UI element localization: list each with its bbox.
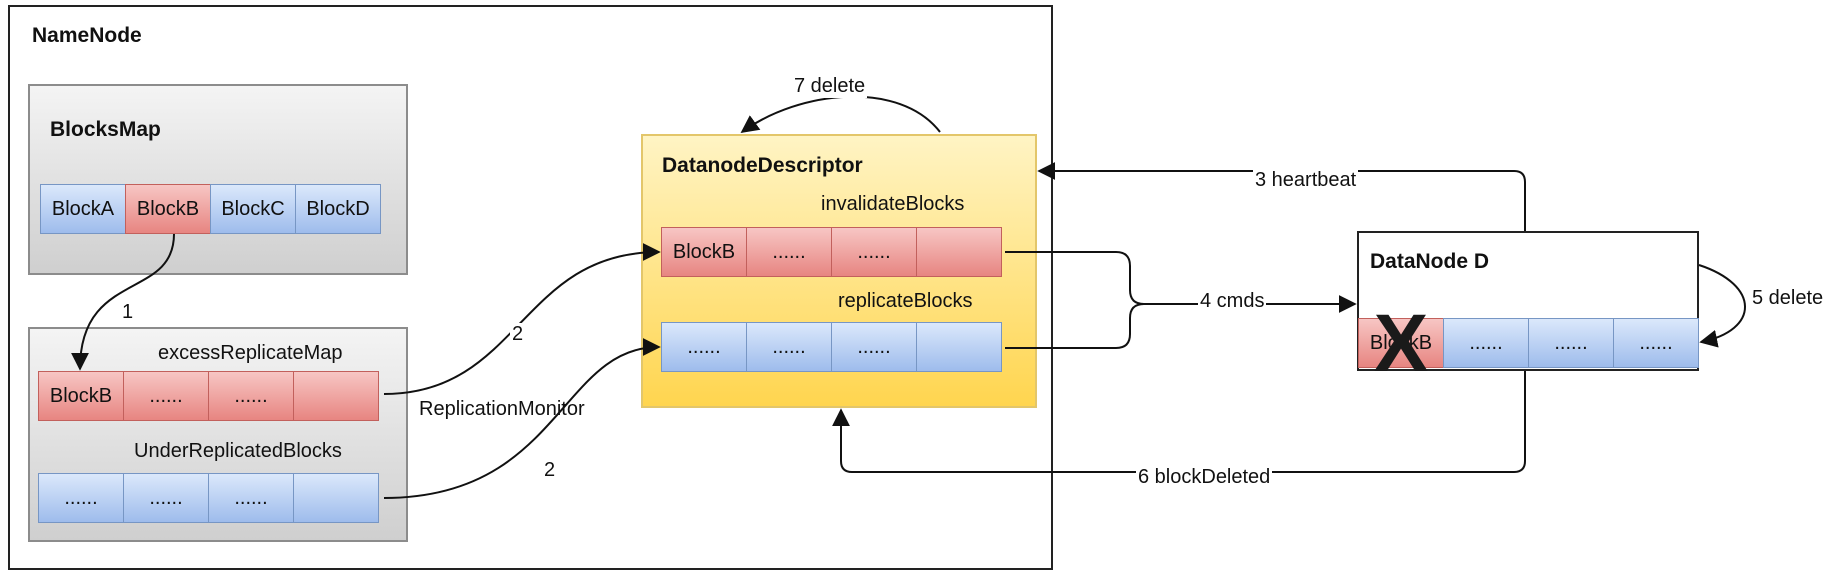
excess-cell: ......: [123, 371, 209, 421]
blocksmap-cell: BlockB: [125, 184, 211, 234]
excess-replicate-map-title: excessReplicateMap: [158, 342, 343, 364]
under-replicated-cell: [293, 473, 379, 523]
invalidate-blocks-title: invalidateBlocks: [821, 193, 965, 215]
under-replicated-cell: ......: [123, 473, 209, 523]
excess-cell: ......: [208, 371, 294, 421]
invalidate-cell: [916, 227, 1002, 277]
datanode-cell: ......: [1528, 318, 1614, 368]
blocksmap-cell: BlockA: [40, 184, 126, 234]
datanode-cell-deleted: BlockB: [1358, 318, 1444, 368]
invalidate-cell: ......: [746, 227, 832, 277]
datanode-descriptor-title: DatanodeDescriptor: [662, 154, 863, 177]
blocksmap-title: BlocksMap: [50, 118, 161, 141]
label-step-1: 1: [120, 301, 136, 324]
invalidate-blocks-row: BlockB ...... ......: [661, 227, 1002, 277]
label-step-4: 4 cmds: [1198, 290, 1267, 313]
replication-monitor-label: ReplicationMonitor: [419, 398, 585, 420]
label-step-7: 7 delete: [792, 75, 868, 98]
blocksmap-cell: BlockC: [210, 184, 296, 234]
invalidate-cell: ......: [831, 227, 917, 277]
blocksmap-row: BlockA BlockB BlockC BlockD: [40, 184, 381, 234]
replicate-blocks-title: replicateBlocks: [838, 290, 973, 312]
replicate-cell: ......: [746, 322, 832, 372]
label-step-5: 5 delete: [1750, 287, 1826, 310]
excess-cell: [293, 371, 379, 421]
under-replicated-cell: ......: [208, 473, 294, 523]
datanode-d-title: DataNode D: [1370, 250, 1490, 273]
blocksmap-cell: BlockD: [295, 184, 381, 234]
arrow-step-5: [1698, 264, 1746, 348]
datanode-cell: ......: [1613, 318, 1699, 368]
namenode-title: NameNode: [32, 24, 142, 47]
under-replicated-blocks-title: UnderReplicatedBlocks: [134, 440, 342, 462]
datanode-d-row: BlockB ...... ...... ......: [1358, 318, 1699, 368]
replicate-cell: [916, 322, 1002, 372]
label-step-3: 3 heartbeat: [1253, 169, 1359, 192]
label-step-2a: 2: [510, 323, 526, 346]
label-step-6: 6 blockDeleted: [1136, 466, 1273, 489]
under-replicated-cell: ......: [38, 473, 124, 523]
under-replicated-blocks-row: ...... ...... ......: [38, 473, 379, 523]
replicate-cell: ......: [831, 322, 917, 372]
replicate-cell: ......: [661, 322, 747, 372]
excess-replicate-map-row: BlockB ...... ......: [38, 371, 379, 421]
replicate-blocks-row: ...... ...... ......: [661, 322, 1002, 372]
datanode-cell: ......: [1443, 318, 1529, 368]
invalidate-cell: BlockB: [661, 227, 747, 277]
blocksmap-box: [28, 84, 408, 275]
excess-cell: BlockB: [38, 371, 124, 421]
deleted-cross-icon: X: [1373, 298, 1429, 389]
label-step-2b: 2: [542, 459, 558, 482]
